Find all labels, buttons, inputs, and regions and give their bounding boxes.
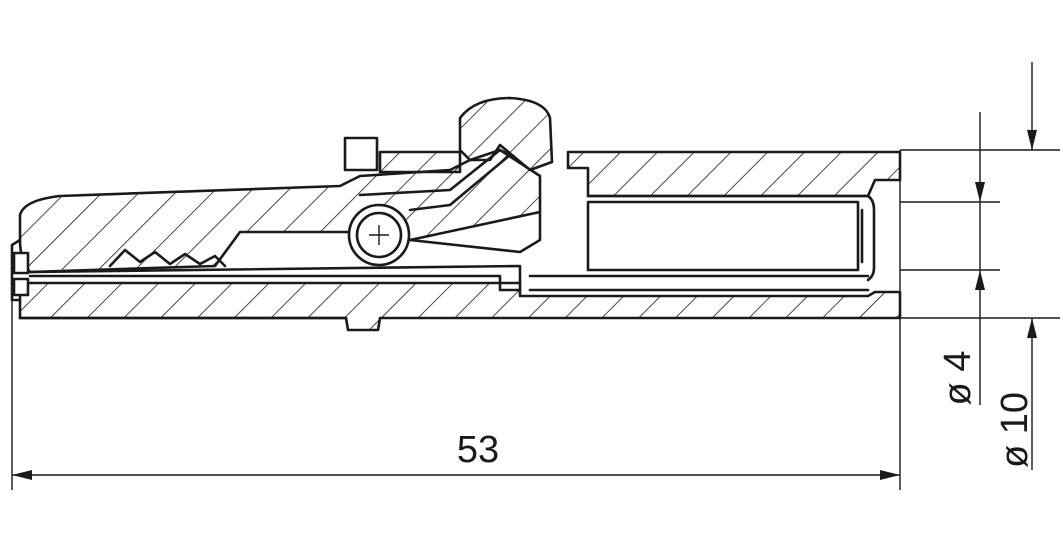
lever-section: [458, 96, 554, 172]
inner-bore: [586, 200, 860, 272]
connector-body: [10, 96, 902, 332]
length-dimension: 53: [12, 429, 900, 480]
outer-diameter-label: ø 10: [994, 392, 1036, 468]
jaw-teeth: [108, 248, 227, 268]
top-block: [343, 136, 379, 172]
top-strip: [378, 150, 462, 174]
inner-diameter-label: ø 4: [937, 351, 979, 406]
inner-diameter-dimension: ø 4: [937, 112, 985, 406]
length-label: 53: [457, 429, 499, 471]
upper-sleeve-section: [566, 150, 902, 198]
upper-jaw-section: [18, 148, 542, 274]
outer-diameter-dimension: ø 10: [994, 62, 1037, 470]
